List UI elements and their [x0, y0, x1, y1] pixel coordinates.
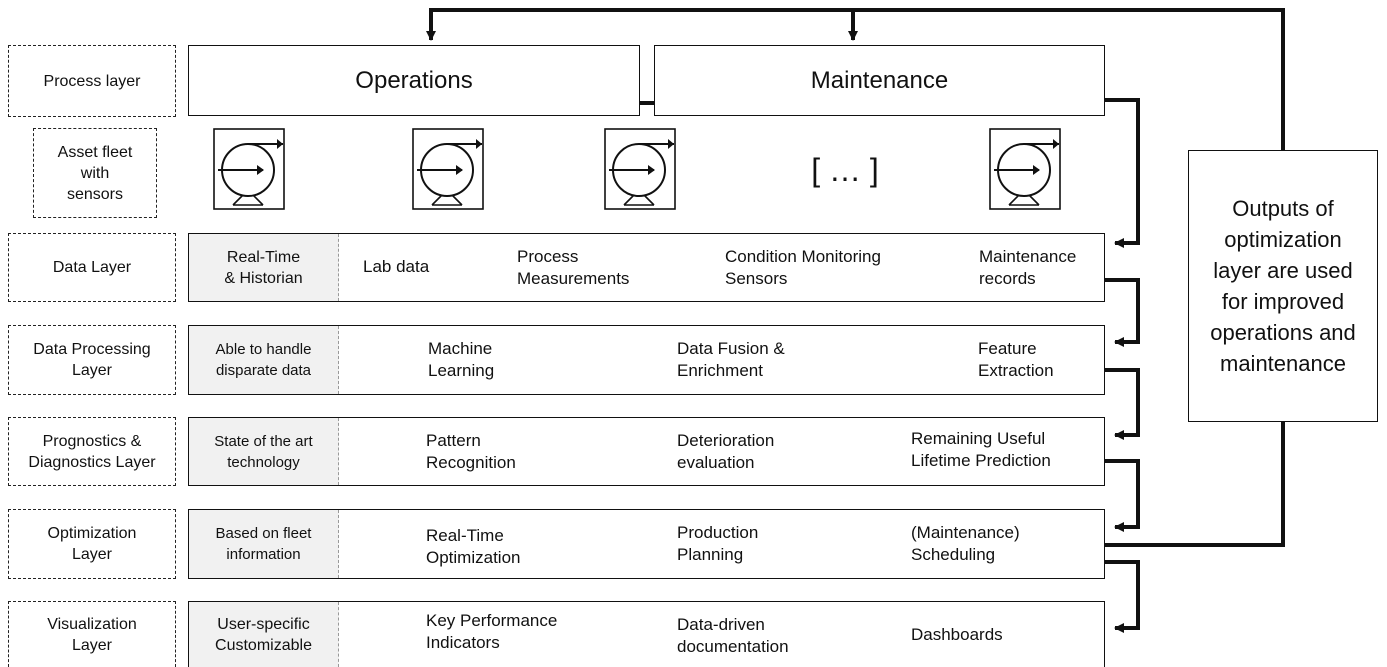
- asset-ellipsis-text: [ … ]: [811, 152, 879, 188]
- optimization-item-production-planning: Production Planning: [677, 523, 759, 564]
- label-process-layer-text: Process layer: [43, 72, 141, 90]
- data-item-process-measurements: Process Measurements: [517, 247, 630, 288]
- visualization-layer-tag: User-specific Customizable: [189, 602, 339, 667]
- operations-label: Operations: [355, 66, 473, 94]
- maintenance-box: Maintenance: [654, 45, 1105, 116]
- prognostics-item-deterioration: Deterioration evaluation: [677, 431, 775, 472]
- label-prognostics-layer-text: Prognostics & Diagnostics Layer: [28, 432, 156, 471]
- optimization-to-visualization-arrow: [1105, 560, 1140, 633]
- processing-item-data-fusion: Data Fusion & Enrichment: [677, 339, 785, 380]
- label-visualization-layer: Visualization Layer: [8, 601, 176, 667]
- label-optimization-layer: Optimization Layer: [8, 509, 176, 579]
- data-layer-tag-text: Real-Time & Historian: [224, 248, 303, 287]
- prognostics-item-pattern-recognition: Pattern Recognition: [426, 431, 516, 472]
- optimization-layer-tag: Based on fleet information: [189, 510, 339, 578]
- asset-ellipsis: [ … ]: [790, 150, 900, 190]
- label-prognostics-layer: Prognostics & Diagnostics Layer: [8, 417, 176, 486]
- pump-asset-icon: [213, 128, 285, 210]
- label-asset-fleet-text: Asset fleet with sensors: [57, 143, 133, 203]
- label-process-layer: Process layer: [8, 45, 176, 117]
- operations-box: Operations: [188, 45, 640, 116]
- processing-item-machine-learning: Machine Learning: [428, 339, 495, 380]
- pump-asset-icon: [604, 128, 676, 210]
- processing-to-prognostics-arrow: [1105, 368, 1140, 440]
- prognostics-to-optimization-arrow: [1105, 459, 1140, 532]
- data-item-condition-monitoring: Condition Monitoring Sensors: [725, 247, 881, 288]
- prognostics-item-rul-prediction: Remaining Useful Lifetime Prediction: [911, 429, 1051, 470]
- visualization-layer-box: User-specific Customizable Key Performan…: [188, 601, 1105, 667]
- visualization-item-documentation: Data-driven documentation: [677, 615, 789, 656]
- pump-asset-icon: [412, 128, 484, 210]
- label-data-processing-layer: Data Processing Layer: [8, 325, 176, 395]
- label-data-processing-layer-text: Data Processing Layer: [33, 341, 151, 379]
- label-visualization-layer-text: Visualization Layer: [47, 615, 137, 654]
- optimization-layer-tag-text: Based on fleet information: [215, 525, 312, 563]
- visualization-item-dashboards: Dashboards: [911, 625, 1003, 644]
- prognostics-layer-tag: State of the art technology: [189, 418, 339, 485]
- label-asset-fleet: Asset fleet with sensors: [33, 128, 157, 218]
- data-to-processing-arrow: [1105, 278, 1140, 347]
- maintenance-label: Maintenance: [810, 66, 949, 94]
- label-optimization-layer-text: Optimization Layer: [47, 525, 137, 563]
- data-layer-box: Real-Time & Historian Lab data Process M…: [188, 233, 1105, 302]
- label-data-layer-text: Data Layer: [52, 259, 132, 276]
- maintenance-to-data-arrow: [1105, 98, 1140, 248]
- optimization-item-real-time: Real-Time Optimization: [426, 526, 521, 567]
- optimization-layer-box: Based on fleet information Real-Time Opt…: [188, 509, 1105, 579]
- visualization-item-kpi: Key Performance Indicators: [426, 611, 558, 652]
- data-layer-tag: Real-Time & Historian: [189, 234, 339, 301]
- processing-layer-tag: Able to handle disparate data: [189, 326, 339, 394]
- optimization-item-scheduling: (Maintenance) Scheduling: [911, 523, 1020, 564]
- processing-item-feature-extraction: Feature Extraction: [978, 339, 1054, 380]
- feedback-note-text: Outputs of optimization layer are used f…: [1210, 196, 1356, 376]
- label-data-layer: Data Layer: [8, 233, 176, 302]
- data-processing-layer-box: Able to handle disparate data Machine Le…: [188, 325, 1105, 395]
- prognostics-layer-box: State of the art technology Pattern Reco…: [188, 417, 1105, 486]
- visualization-layer-tag-text: User-specific Customizable: [215, 615, 312, 654]
- data-item-lab-data: Lab data: [363, 257, 430, 276]
- pump-asset-icon: [989, 128, 1061, 210]
- feedback-line: [426, 8, 1285, 547]
- processing-layer-tag-text: Able to handle disparate data: [215, 341, 312, 379]
- data-item-maintenance-records: Maintenance records: [979, 247, 1077, 288]
- prognostics-layer-tag-text: State of the art technology: [214, 432, 313, 471]
- feedback-note-box: Outputs of optimization layer are used f…: [1188, 150, 1378, 422]
